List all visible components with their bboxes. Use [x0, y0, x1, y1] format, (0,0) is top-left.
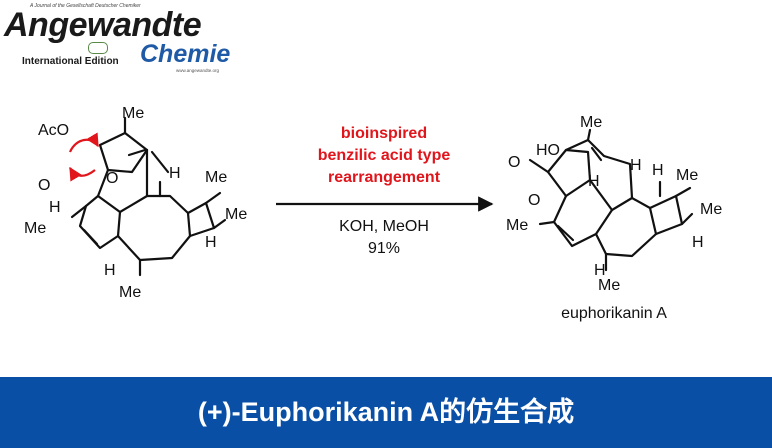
p-h5-label: H — [692, 234, 704, 251]
condition-line-2: benzilic acid type — [318, 147, 451, 164]
sm-me-top-label: Me — [122, 105, 144, 122]
product-molecule — [528, 128, 694, 272]
p-me-right-down-label: Me — [700, 201, 722, 218]
logo-chemie: Chemie — [140, 40, 231, 68]
sm-me-bottom-label: Me — [119, 284, 141, 301]
starting-material — [70, 116, 227, 277]
electron-arrow-1 — [68, 132, 99, 153]
p-me-top-label: Me — [580, 114, 602, 131]
journal-logo: A Journal of the Gesellschaft Deutscher … — [0, 0, 230, 80]
gdch-emblem-icon — [88, 42, 108, 54]
p-me-right-up-label: Me — [676, 167, 698, 184]
logo-edition: International Edition — [22, 56, 119, 67]
sm-h4-label: H — [205, 234, 217, 251]
p-h3-label: H — [652, 162, 664, 179]
reagents-label: KOH, MeOH — [339, 218, 429, 235]
p-h4-label: H — [594, 262, 606, 279]
p-h2-label: H — [630, 157, 642, 174]
yield-label: 91% — [368, 240, 400, 257]
p-me-left-label: Me — [506, 217, 528, 234]
sm-me-left-label: Me — [24, 220, 46, 237]
product-name-label: euphorikanin A — [561, 305, 667, 322]
title-banner: (+)-Euphorikanin A的仿生合成 — [0, 377, 772, 448]
sm-h3-label: H — [104, 262, 116, 279]
p-o2-label: O — [528, 192, 540, 209]
sm-me-right-up-label: Me — [205, 169, 227, 186]
p-me-bottom-label: Me — [598, 277, 620, 294]
sm-me-right-down-label: Me — [225, 206, 247, 223]
logo-wordmark: Angewandte — [4, 6, 202, 44]
banner-caption: (+)-Euphorikanin A的仿生合成 — [197, 397, 575, 427]
p-h1-label: H — [588, 173, 600, 190]
p-o1-label: O — [508, 154, 520, 171]
logo-tagline: A Journal of the Gesellschaft Deutscher … — [30, 3, 141, 9]
reaction-scheme: AcO O O Me Me Me Me Me H H H H bioinspir… — [24, 105, 722, 322]
sm-o2-label: O — [106, 170, 118, 187]
condition-line-3: rearrangement — [328, 169, 441, 186]
sm-o1-label: O — [38, 177, 50, 194]
sm-aco-label: AcO — [38, 122, 69, 139]
p-ho-label: HO — [536, 142, 560, 159]
logo-url: www.angewandte.org — [176, 68, 220, 73]
sm-h2-label: H — [49, 199, 61, 216]
condition-line-1: bioinspired — [341, 125, 427, 142]
sm-h1-label: H — [169, 165, 181, 182]
electron-arrow-2 — [69, 166, 96, 182]
